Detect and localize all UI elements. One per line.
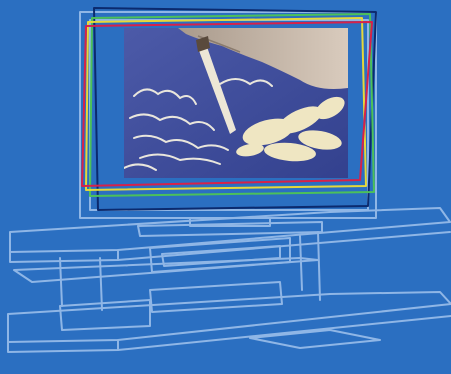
tv-screen-image bbox=[124, 28, 348, 178]
